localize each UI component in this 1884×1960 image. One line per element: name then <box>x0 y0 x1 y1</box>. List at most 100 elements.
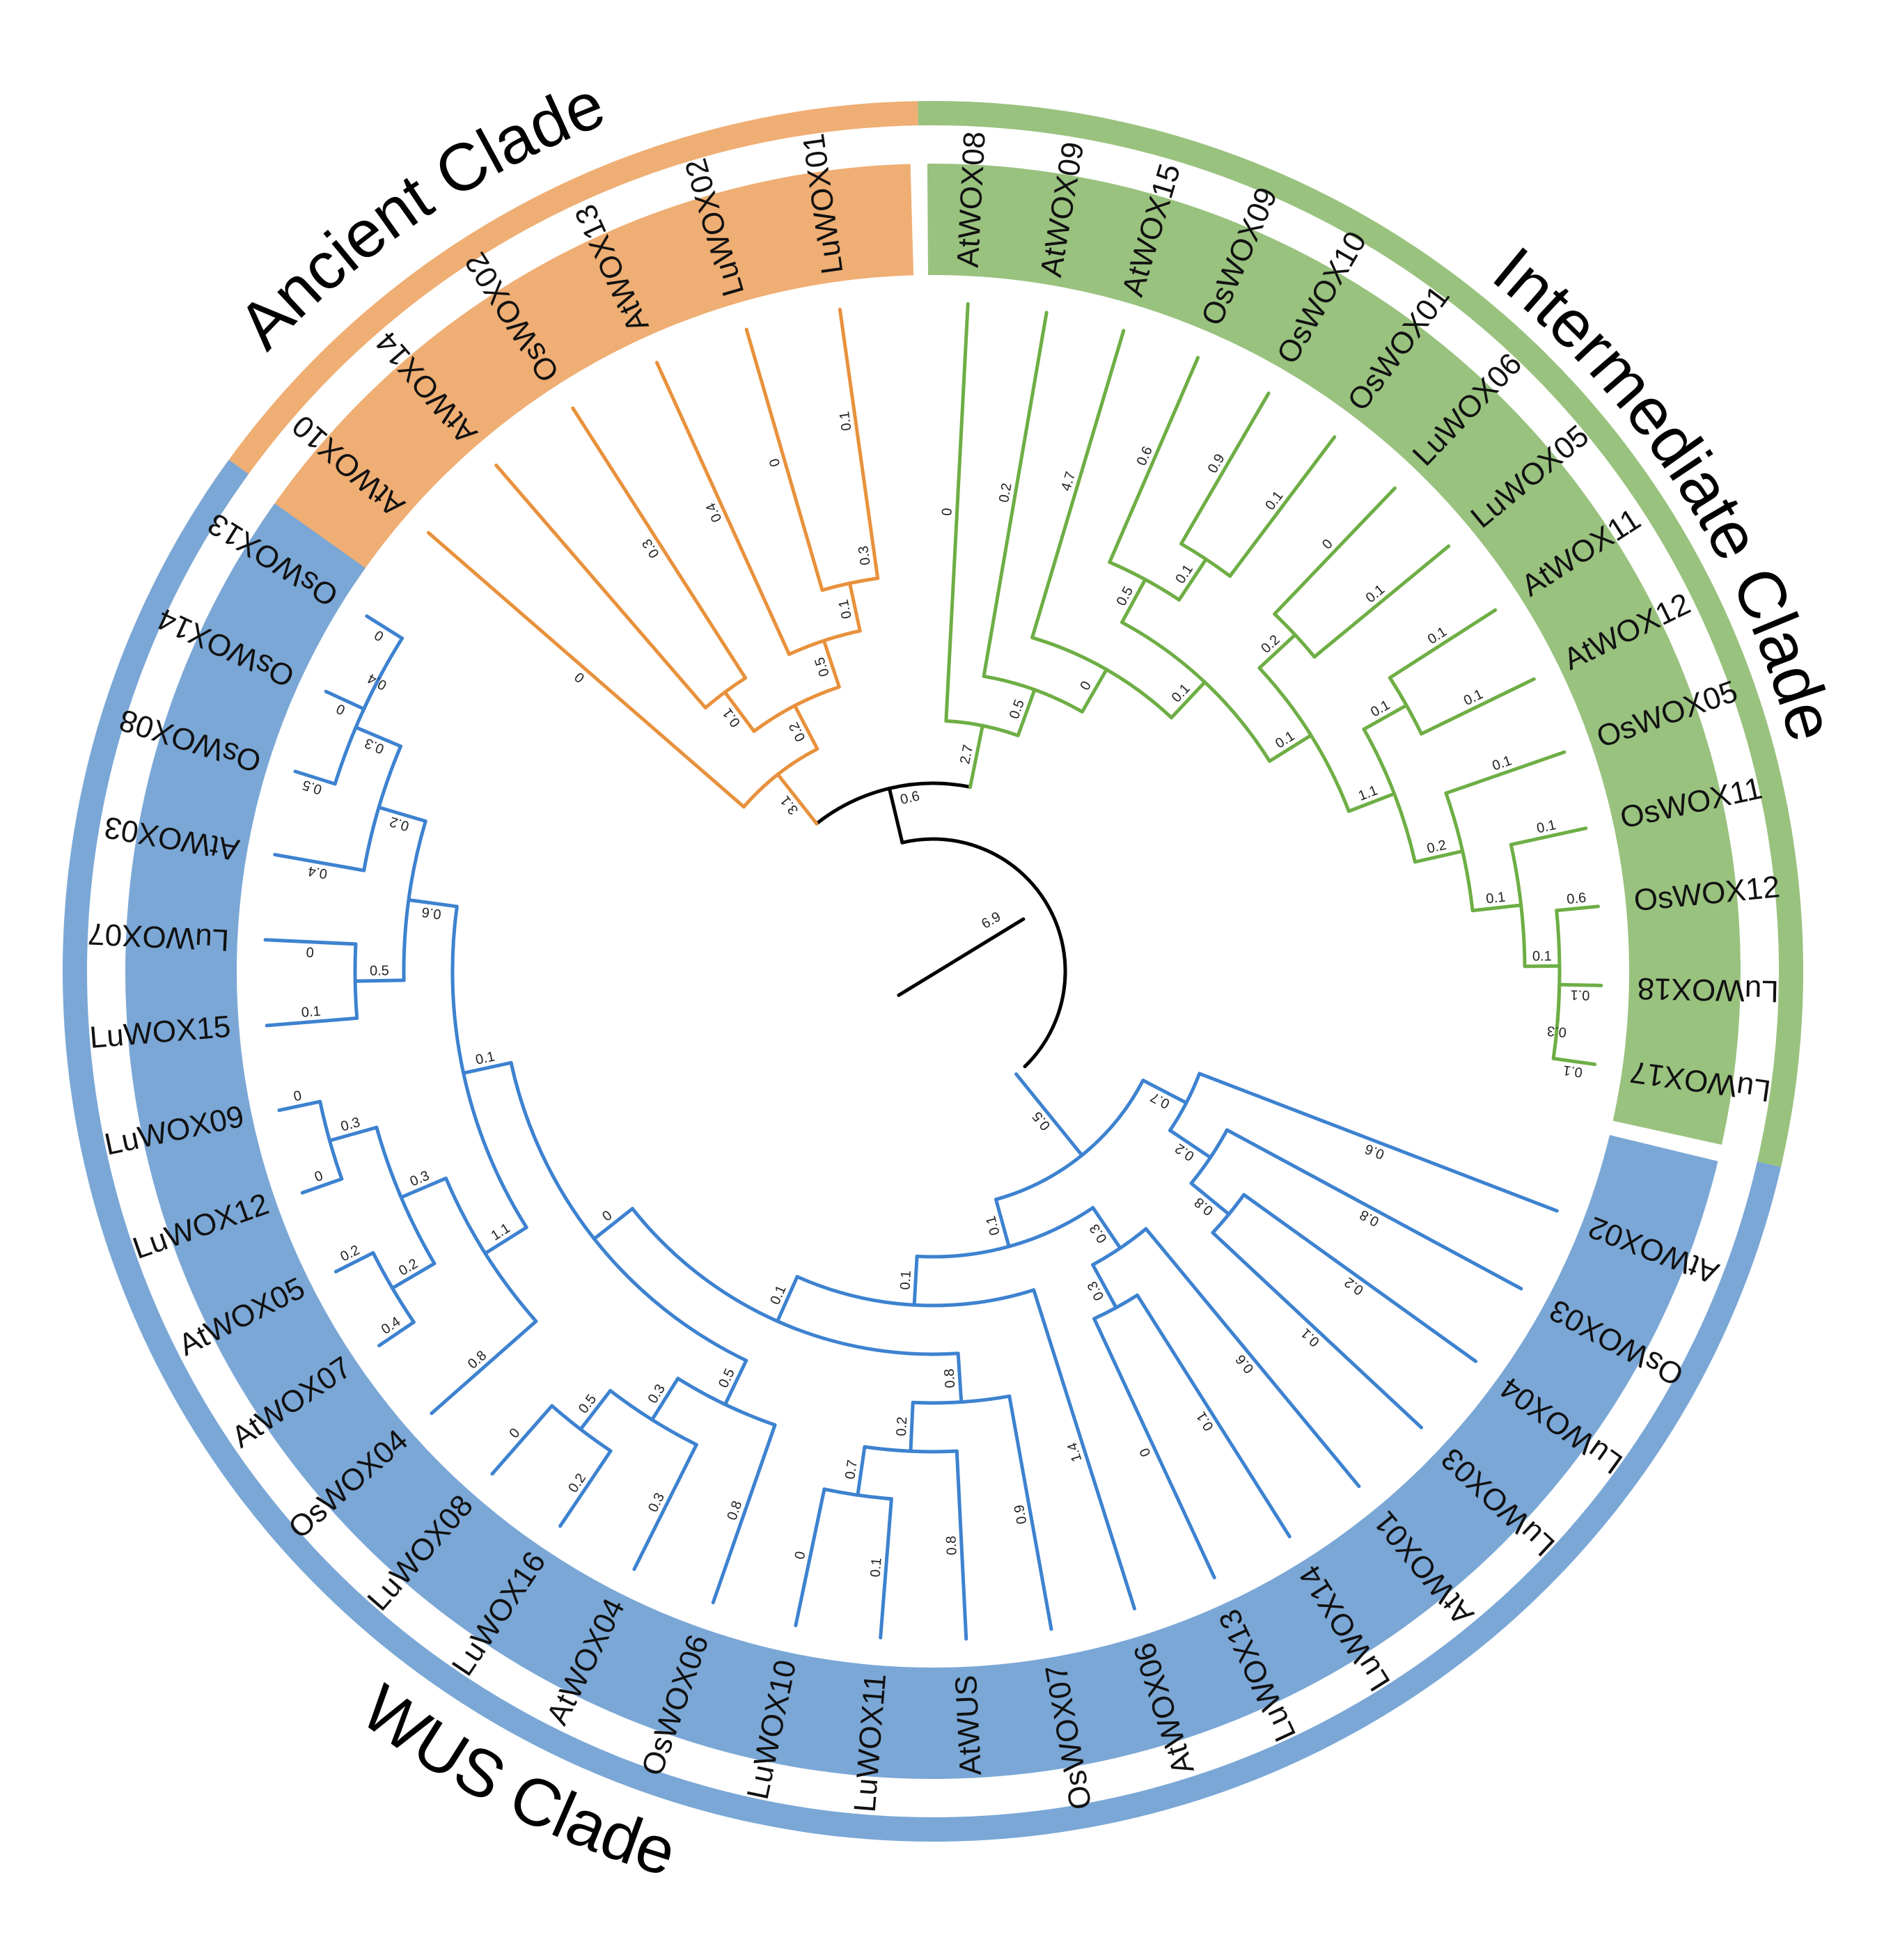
arc-wus-1-1-1-1-0 <box>676 1377 777 1427</box>
branch-wus-1-1-1-1 <box>592 1207 634 1241</box>
branch-oswox14 <box>324 689 366 711</box>
branch-wus-1-1-1-1-1-0 <box>483 1225 528 1255</box>
branch-oswox10 <box>1179 391 1271 546</box>
branch-luwox06 <box>1273 486 1397 616</box>
branch-length-atwox07: 0.4 <box>379 1314 403 1338</box>
branch-wus-1-1-1-1-1-1 <box>407 897 459 909</box>
branch-ancient <box>776 772 819 826</box>
branch-luwox14 <box>1135 1293 1292 1539</box>
branch-wus-1-1-1-1-1-0-1-1 <box>327 1125 379 1143</box>
arc-intermediate-1-1-1 <box>1120 620 1271 763</box>
wus-clade-ring <box>62 460 1781 1842</box>
branch-length-luwox01: 0.1 <box>837 410 855 432</box>
arc-wus-1-1-1-1-1-0-1-1 <box>318 1099 344 1181</box>
branch-luwox02 <box>744 327 824 593</box>
branch-oswox05 <box>1444 750 1567 795</box>
arc-wus-1-1-1-1-1-1-0 <box>353 942 359 1020</box>
branch-wus-0 <box>1141 1079 1188 1105</box>
branch-wus-1-1-1-1-1-0-1-0 <box>391 1262 437 1290</box>
branch-luwox13 <box>1092 1317 1216 1580</box>
tree-branches <box>263 301 1603 1641</box>
arc-wus-0-1-1 <box>1211 1193 1246 1234</box>
arc-wus <box>994 1079 1145 1202</box>
branch-length-luwox13: 0 <box>1137 1445 1154 1459</box>
branch-wus-1-1 <box>912 1254 919 1307</box>
branch-length-oswox02: 0.3 <box>639 536 663 560</box>
root-branch-length: 6.9 <box>979 909 1003 932</box>
branch-luwox04 <box>1242 1193 1478 1363</box>
top-node-stem <box>887 786 904 845</box>
arc-wus-1-0 <box>1091 1227 1148 1267</box>
branch-intermediate-1-1-1 <box>1170 680 1207 720</box>
arc-intermediate-1-1-1-0 <box>1108 560 1182 602</box>
leaf-luwox18: LuWOX18 <box>1637 971 1779 1008</box>
root-arc <box>900 837 1067 1069</box>
arc-wus-1-1-1-1 <box>509 1060 748 1363</box>
branch-oswox04 <box>430 1319 538 1416</box>
branch-length-ancient-1-0: 0.1 <box>720 705 744 730</box>
arc-wus-1-1-1-0-1 <box>863 1445 959 1454</box>
branch-luwox10 <box>794 1487 826 1628</box>
branch-wus-1-1-1-0-1-1 <box>856 1445 867 1497</box>
branch-length-luwox17: 0.1 <box>1562 1062 1584 1080</box>
branch-length-luwox10: 0 <box>792 1550 809 1560</box>
branch-atwox03 <box>273 852 366 872</box>
branch-luwox15 <box>265 1016 359 1028</box>
branch-atwox08 <box>944 301 970 723</box>
arc-wus-1 <box>915 1206 1095 1259</box>
arc-wus-1-1-1-1-1 <box>450 904 528 1230</box>
branch-length-atwox01: 0.6 <box>1233 1351 1257 1376</box>
arc-wus-1-1-1-1-1-1-1-1-1 <box>362 636 405 711</box>
clade-bands <box>125 164 1741 1779</box>
branch-length-luwox11: 0.1 <box>868 1558 885 1578</box>
ancient-clade-label-band <box>260 164 914 586</box>
branch-oswox08 <box>293 769 337 786</box>
arc-intermediate-1-1-1-1-1-1-1 <box>1509 842 1527 969</box>
branch-atwox15 <box>1030 329 1126 640</box>
branch-length-wus: 0.5 <box>1030 1108 1054 1133</box>
branch-length-wus-1-1-1-1-0-1-1: 0.5 <box>576 1392 599 1416</box>
branch-luwox16 <box>558 1449 613 1528</box>
branch-oswox01 <box>1228 435 1337 578</box>
branch-length-intermediate-1-1: 0 <box>1077 679 1094 693</box>
branch-luwox08 <box>490 1404 554 1476</box>
branch-length-intermediate-1-1-1-1-1-1-1: 0.1 <box>1485 889 1506 907</box>
branch-atwox04 <box>632 1443 698 1571</box>
branch-atwox07 <box>377 1320 416 1348</box>
branch-length-intermediate-1-1-1-1-1-1-1-1: 0.1 <box>1532 949 1552 964</box>
branch-atwox10 <box>426 531 746 809</box>
branch-length-luwox03: 0.1 <box>1298 1325 1322 1349</box>
branch-intermediate-1-1-1-1-0 <box>1257 633 1297 670</box>
branch-wus-1-1-1-0 <box>956 1351 964 1404</box>
branch-atwox14 <box>494 463 707 710</box>
wus-clade-label-band <box>125 503 1718 1779</box>
branch-ancient-1-1 <box>822 638 841 689</box>
branch-length-wus-1-1-1-1: 0 <box>599 1207 615 1224</box>
branch-luwox12 <box>300 1177 344 1195</box>
branch-length-oswox04: 0.8 <box>465 1348 489 1372</box>
branch-atwox05 <box>333 1251 375 1273</box>
branch-luwox01 <box>838 307 873 532</box>
branch-length-wus-1-1-1-0: 0.8 <box>942 1368 959 1388</box>
branch-length-intermediate-1-1-1-1-0: 0.2 <box>1258 632 1282 657</box>
branch-length-wus-0-1: 0.2 <box>1172 1140 1197 1164</box>
branch-wus-1-0-1 <box>1091 1263 1118 1310</box>
arc-ancient-1-0 <box>703 676 748 709</box>
branch-atwus <box>955 1449 968 1641</box>
branch-intermediate-1-1-1-1-1-1-1 <box>1470 903 1523 913</box>
branch-oswox13 <box>365 614 405 641</box>
arc-intermediate <box>944 719 1020 737</box>
branch-length-oswox01: 0.1 <box>1262 488 1286 512</box>
branch-wus-0-1 <box>1168 1128 1213 1159</box>
branch-wus <box>1014 1072 1084 1157</box>
branch-intermediate-1-1 <box>1080 668 1108 714</box>
arc-wus-1-1-1-1-0-1-1 <box>550 1404 613 1453</box>
leaf-atwus: AtWUS <box>949 1675 988 1776</box>
top-node-arc <box>815 781 972 826</box>
branch-luwox11 <box>879 1497 893 1640</box>
branch-wus-1-0 <box>1091 1206 1122 1251</box>
branch-ancient-1-1-1 <box>848 581 862 633</box>
arc-intermediate-1-1-1-1 <box>1257 666 1351 813</box>
branch-intermediate-1 <box>1016 688 1037 737</box>
